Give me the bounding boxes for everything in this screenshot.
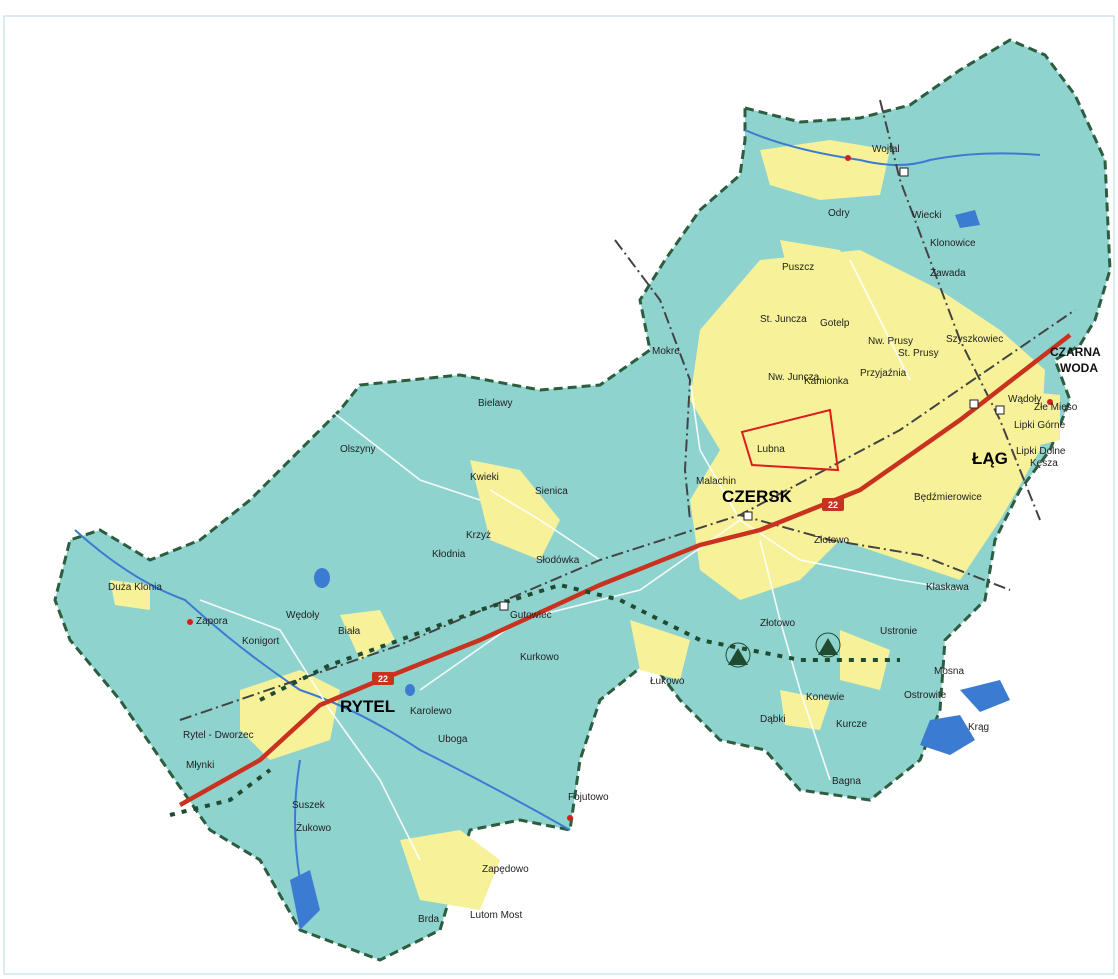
village-label: Będźmierowice: [914, 492, 982, 503]
village-label: Konewie: [806, 692, 845, 703]
village-label: Kamionka: [804, 376, 849, 387]
village-label: Lipki Dolne: [1016, 446, 1066, 457]
forest-reserve-icon: [815, 632, 841, 658]
village-label: Brda: [418, 914, 440, 925]
village-label: Puszcz: [782, 262, 814, 273]
town-label-woda: WODA: [1060, 361, 1098, 375]
town-label-czarna: CZARNA: [1050, 345, 1101, 359]
national-road-22: [178, 333, 1072, 807]
village-label: Uboga: [438, 734, 468, 745]
road-number-label: 22: [378, 674, 388, 684]
village-label: Fojutowo: [568, 792, 609, 803]
page-frame: [3, 15, 1115, 975]
village-label: Mokre: [652, 346, 680, 357]
village-label: Gutowiec: [510, 610, 552, 621]
village-label: Odry: [828, 208, 850, 219]
village-label: St. Prusy: [898, 348, 939, 359]
village-label: Klaskawa: [926, 582, 969, 593]
village-label: Złe Mięso: [1034, 402, 1078, 413]
village-label: Krąg: [968, 722, 989, 733]
village-label: Słodówka: [536, 555, 580, 566]
village-label: Mosna: [934, 666, 964, 677]
highlighted-area-label: Lubna: [757, 444, 785, 455]
village-label: Duża Klonia: [108, 582, 162, 593]
village-label: Gotelp: [820, 318, 850, 329]
village-label: St. Juncza: [760, 314, 807, 325]
village-label: Nw. Juncza: [768, 372, 820, 383]
village-label: Klonowice: [930, 238, 976, 249]
village-label: Kurkowo: [520, 652, 559, 663]
village-label: Konigort: [242, 636, 279, 647]
village-label: Kwieki: [470, 472, 499, 483]
village-label: Bielawy: [478, 398, 512, 409]
village-label: Wiecki: [912, 210, 941, 221]
village-label: Ustronie: [880, 626, 918, 637]
village-label: Szyszkowiec: [946, 334, 1003, 345]
point-markers: [187, 155, 1053, 821]
highlighted-area-lubna: [740, 408, 840, 472]
town-label-czersk: CZERSK: [722, 487, 793, 506]
village-label: Biała: [338, 626, 361, 637]
railway-lines: [179, 99, 1076, 721]
village-label: Olszyny: [340, 444, 376, 455]
road-number-shield: 22: [822, 498, 844, 511]
nature-reserve-borders: [169, 582, 900, 817]
village-label: Kęsza: [1030, 458, 1058, 469]
village-label: Łukowo: [650, 676, 685, 687]
minor-roads: [199, 259, 961, 861]
village-label: Młynki: [186, 760, 214, 771]
village-label: Rytel - Dworzec: [183, 730, 254, 741]
village-label: Sienica: [535, 486, 568, 497]
village-label: Kurcze: [836, 719, 868, 730]
village-label: Wojtal: [872, 144, 900, 155]
village-label: Wędoły: [286, 610, 319, 621]
water-bodies: [290, 210, 1010, 930]
village-label: Karolewo: [410, 706, 452, 717]
village-label: Kłodnia: [432, 549, 466, 560]
road-number-shield: 22: [372, 672, 394, 685]
village-label: Nw. Prusy: [868, 336, 913, 347]
village-label: Malachin: [696, 476, 736, 487]
village-label: Lutom Most: [470, 910, 522, 921]
village-label: Wądoły: [1008, 394, 1041, 405]
village-label: Przyjaźnia: [860, 368, 907, 379]
village-label: Złotowo: [760, 618, 795, 629]
village-label: Żukowo: [296, 821, 331, 834]
road-number-label: 22: [828, 500, 838, 510]
field-patches: [110, 140, 1060, 910]
village-label: Ostrowite: [904, 690, 947, 701]
town-label-lag: ŁĄG: [972, 449, 1008, 468]
village-label: Złotowo: [814, 535, 849, 546]
village-label: Dąbki: [760, 714, 786, 725]
rivers: [74, 129, 1041, 881]
village-label: Lipki Górne: [1014, 420, 1066, 431]
village-label: Krzyż: [466, 530, 491, 541]
village-label: Suszek: [292, 800, 326, 811]
station-markers: [499, 167, 1005, 611]
forest-reserve-icon: [725, 642, 751, 668]
town-label-rytel: RYTEL: [340, 697, 395, 716]
village-label: Zawada: [930, 268, 966, 279]
village-label: Bagna: [832, 776, 861, 787]
village-label: Zapędowo: [482, 864, 529, 875]
village-label: Zapora: [196, 616, 228, 627]
